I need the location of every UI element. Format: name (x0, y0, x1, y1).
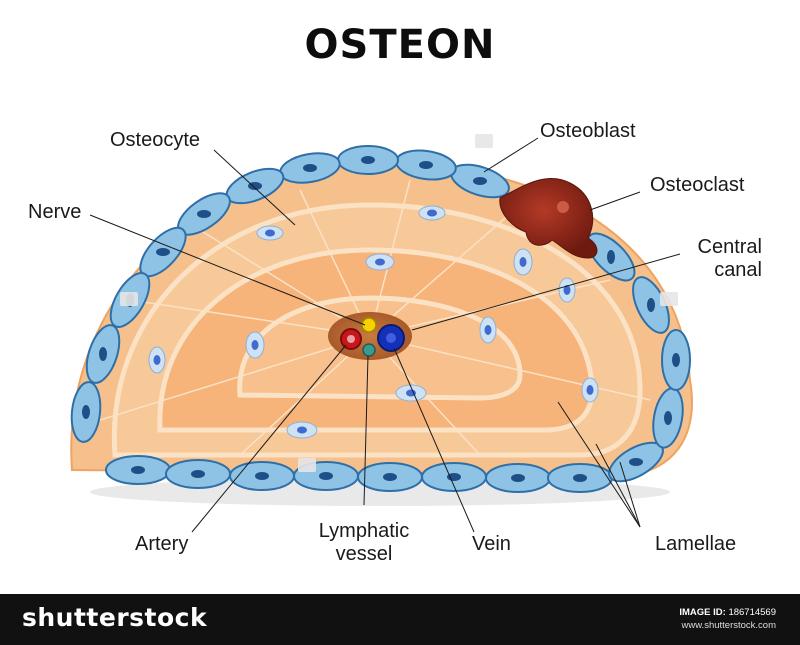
image-id-value: 186714569 (728, 607, 776, 618)
label-lymphatic-line1: Lymphatic (318, 520, 410, 542)
leader-artery (191, 344, 347, 533)
label-central-canal: Central canal (680, 236, 762, 282)
label-artery: Artery (135, 533, 189, 555)
label-osteoblast: Osteoblast (540, 120, 636, 142)
label-central-canal-line2: canal (714, 259, 762, 281)
leader-nerve (89, 214, 366, 326)
leader-lamellae-1 (557, 401, 641, 528)
label-lymphatic-vessel: Lymphatic vessel (301, 520, 427, 566)
label-lamellae: Lamellae (655, 533, 737, 555)
brand-logo: shutterstock (22, 603, 208, 632)
leader-osteoblast (483, 137, 539, 173)
leader-osteoclast (589, 191, 641, 211)
leader-lines (89, 137, 681, 533)
nerve-fiber (361, 317, 377, 333)
label-nerve: Nerve (28, 201, 82, 223)
label-lymphatic-line2: vessel (335, 543, 393, 565)
osteoblast-nuclei (82, 156, 680, 482)
lymphatic-vessel (362, 343, 376, 357)
label-central-canal-line1: Central (697, 236, 762, 258)
osteon-illustration (70, 134, 693, 533)
label-osteocyte: Osteocyte (110, 129, 201, 151)
osteoclast-nucleus (557, 201, 569, 213)
stock-footer: shutterstock IMAGE ID: 186714569 www.shu… (0, 594, 800, 645)
site-url: www.shutterstock.com (681, 620, 777, 631)
osteocyte-nuclei (153, 209, 594, 434)
leader-vein (393, 347, 475, 533)
label-osteoclast: Osteoclast (650, 174, 745, 196)
image-id-block: IMAGE ID: 186714569 www.shutterstock.com (679, 606, 776, 632)
leader-osteocyte (213, 149, 296, 226)
osteoclast-cell (499, 178, 598, 259)
leader-lamellae-3 (619, 461, 641, 528)
diagram-title: OSTEON (304, 22, 496, 68)
leader-central-canal (411, 253, 681, 331)
image-id-label: IMAGE ID: (679, 607, 726, 618)
label-vein: Vein (472, 533, 511, 555)
leader-lymphatic (363, 355, 369, 506)
watermark-camera-icon (120, 134, 678, 472)
leader-lamellae-2 (595, 443, 641, 528)
